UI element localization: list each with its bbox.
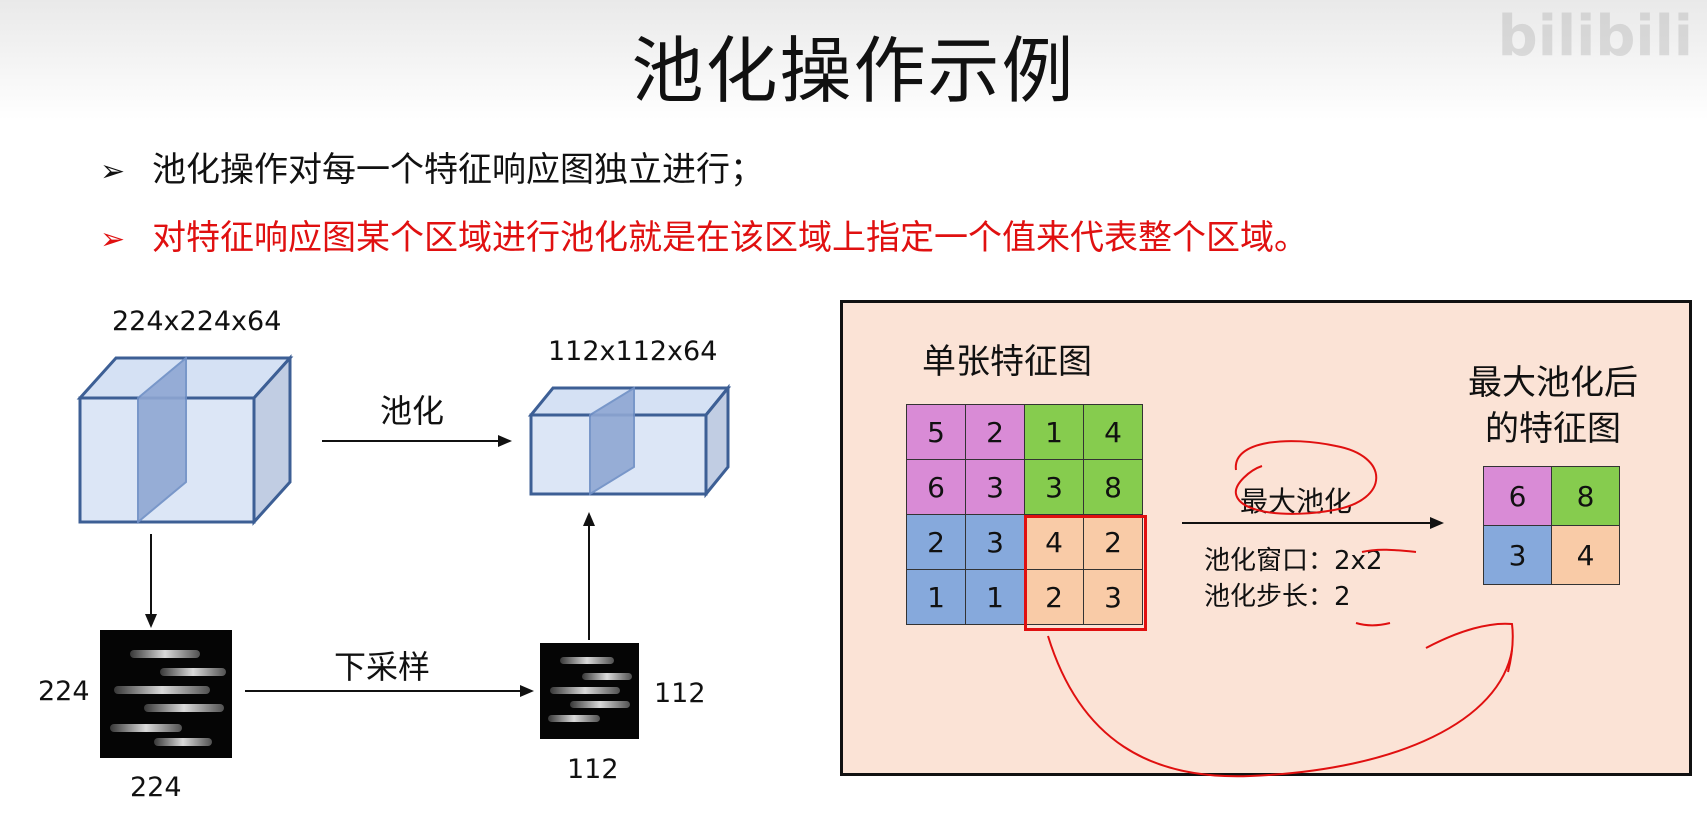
downsample-arrow-line	[245, 690, 523, 692]
grid-cell: 6	[906, 459, 966, 515]
output-feature-map-image	[540, 643, 639, 739]
bullet-item-1: ➢ 池化操作对每一个特征响应图独立进行；	[100, 142, 764, 191]
output-volume-label: 112x112x64	[548, 336, 718, 367]
input-feature-map-image	[100, 630, 232, 758]
output-volume-cube	[527, 383, 732, 499]
down-arrow-line	[150, 534, 152, 616]
grid-cell: 6	[1483, 466, 1552, 526]
grid-cell: 8	[1551, 466, 1620, 526]
output-image-height-label: 112	[654, 678, 706, 709]
input-grid-title: 单张特征图	[922, 342, 1092, 382]
grid-cell: 2	[1024, 569, 1084, 625]
stride-value: 2	[1334, 582, 1351, 612]
pool-arrow-line	[322, 440, 500, 442]
handwritten-curved-arrow-head	[1425, 622, 1514, 673]
input-volume-label: 224x224x64	[112, 306, 282, 337]
downsample-label: 下采样	[334, 648, 431, 686]
pool-arrow-head-icon	[498, 435, 512, 447]
output-image-width-label: 112	[567, 754, 619, 785]
grid-cell: 3	[1024, 459, 1084, 515]
feature-slice	[137, 355, 187, 525]
handwritten-circle-annotation	[1234, 440, 1378, 515]
handwritten-curved-arrow	[1047, 635, 1513, 778]
output-grid-title-line2: 的特征图	[1485, 409, 1621, 449]
grid-cell: 1	[1024, 404, 1084, 460]
bullet-text-2: 对特征响应图某个区域进行池化就是在该区域上指定一个值来代表整个区域。	[152, 218, 1308, 258]
downsample-arrow-head-icon	[520, 685, 534, 697]
stride-row: 池化步长：2	[1204, 576, 1351, 613]
bilibili-watermark-logo: bilibili	[1497, 4, 1693, 69]
max-pool-arrow-head-icon	[1430, 517, 1444, 529]
bullet-arrow-icon: ➢	[100, 222, 126, 257]
max-pool-arrow-line	[1182, 522, 1432, 524]
feature-slice	[589, 386, 635, 496]
up-arrow-head-icon	[583, 512, 595, 526]
input-image-height-label: 224	[38, 676, 90, 707]
highlighted-pooling-window	[1024, 515, 1147, 631]
output-grid-title-line1: 最大池化后	[1468, 363, 1638, 403]
input-volume-cube	[76, 354, 294, 526]
handwritten-underline-annotation	[1355, 622, 1391, 627]
window-size-label: 池化窗口：	[1204, 546, 1335, 576]
grid-cell: 2	[906, 514, 966, 570]
up-arrow-line	[588, 526, 590, 640]
pool-label: 池化	[380, 392, 445, 430]
input-feature-grid: 5 2 1 4 6 3 3 8 2 3 4 2 1 1 2 3	[906, 404, 1143, 625]
title-band	[0, 0, 1707, 120]
grid-cell: 4	[1083, 404, 1143, 460]
max-pool-operation-label: 最大池化	[1240, 485, 1353, 518]
window-size-row: 池化窗口：2x2	[1204, 540, 1383, 577]
grid-cell: 4	[1024, 514, 1084, 570]
grid-cell: 3	[965, 514, 1025, 570]
grid-cell: 5	[906, 404, 966, 460]
page-title: 池化操作示例	[631, 29, 1076, 113]
output-grid-title: 最大池化后 的特征图	[1458, 360, 1648, 452]
bullet-item-2: ➢ 对特征响应图某个区域进行池化就是在该区域上指定一个值来代表整个区域。	[100, 210, 1308, 259]
volume-shapes	[76, 354, 732, 526]
grid-cell: 3	[1083, 569, 1143, 625]
down-arrow-head-icon	[145, 614, 157, 628]
output-feature-grid: 6 8 3 4	[1483, 466, 1620, 585]
grid-cell: 4	[1551, 525, 1620, 585]
handwritten-underline-annotation	[1361, 548, 1417, 553]
input-image-width-label: 224	[130, 772, 182, 803]
grid-cell: 1	[965, 569, 1025, 625]
bullet-text-1: 池化操作对每一个特征响应图独立进行；	[152, 150, 764, 190]
bullet-arrow-icon: ➢	[100, 154, 126, 189]
stride-label: 池化步长：	[1204, 582, 1335, 612]
grid-cell: 2	[965, 404, 1025, 460]
grid-cell: 3	[1483, 525, 1552, 585]
grid-cell: 1	[906, 569, 966, 625]
